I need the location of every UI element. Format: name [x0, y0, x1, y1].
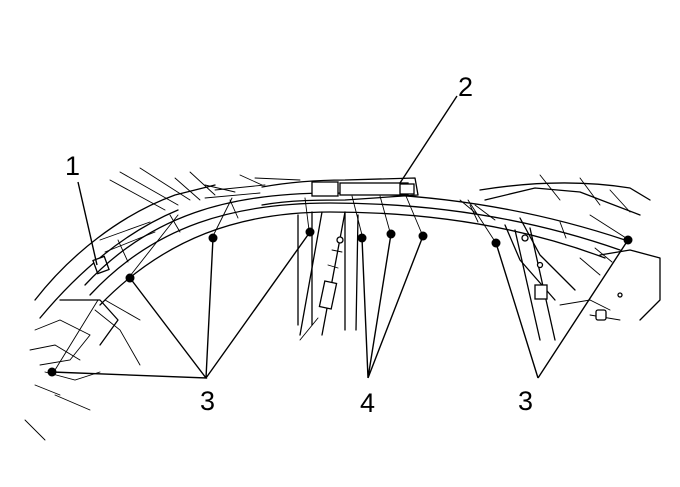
callout-2: 2	[458, 72, 473, 102]
callout-3-left: 3	[200, 386, 215, 416]
leader-1	[77, 181, 98, 266]
center-pillar	[297, 211, 359, 341]
callout-3-right: 3	[518, 386, 533, 416]
rail-module-housing	[204, 174, 419, 206]
leader-2	[399, 95, 458, 184]
callout-4: 4	[360, 388, 375, 418]
leader-lines	[51, 95, 629, 379]
callout-1: 1	[65, 151, 80, 181]
callout-labels: 1 2 3 4 3	[65, 72, 533, 418]
leader-4	[361, 233, 424, 379]
leader-3-right	[495, 239, 629, 379]
right-body-structure	[459, 174, 661, 341]
leader-3-left	[51, 231, 311, 379]
